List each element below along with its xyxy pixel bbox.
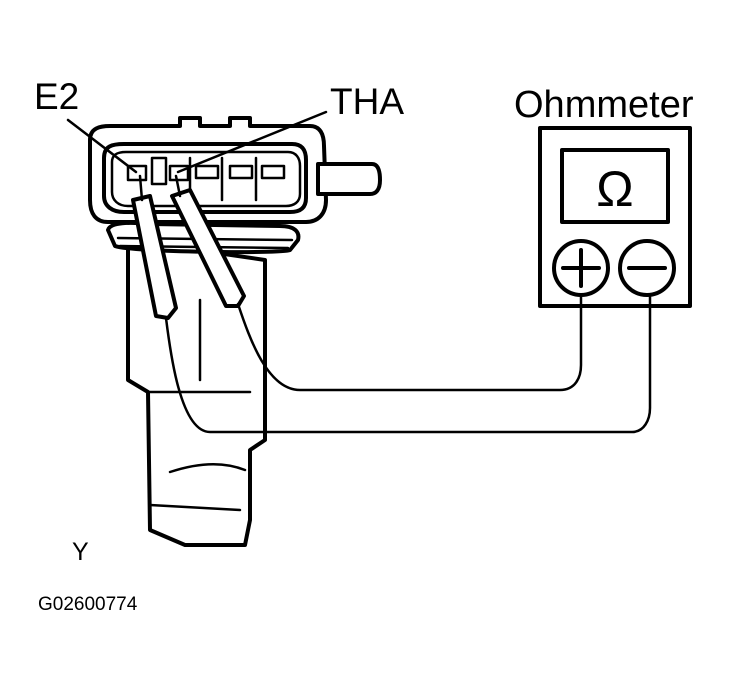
sensor-body bbox=[126, 238, 267, 547]
ohmmeter-label: Ohmmeter bbox=[514, 84, 694, 126]
leader-lines bbox=[66, 110, 328, 174]
probe-tha bbox=[170, 174, 246, 308]
e2-terminal-label: E2 bbox=[34, 76, 80, 117]
y-label: Y bbox=[72, 538, 89, 566]
figure-code: G02600774 bbox=[38, 594, 138, 615]
probe-e2 bbox=[131, 174, 178, 320]
ohmmeter: Ω bbox=[538, 126, 692, 308]
plus-terminal-icon bbox=[552, 239, 610, 297]
tha-terminal-label: THA bbox=[330, 81, 404, 122]
test-leads bbox=[164, 293, 652, 434]
minus-terminal-icon bbox=[618, 239, 676, 297]
ohm-symbol: Ω bbox=[596, 161, 633, 217]
